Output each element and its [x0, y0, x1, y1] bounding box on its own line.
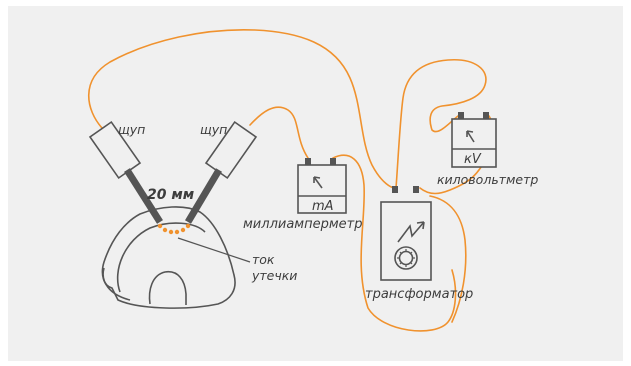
probe-right-rod [184, 168, 223, 224]
milliammeter-unit: mA [312, 199, 334, 214]
kilovoltmeter-needle-icon [466, 130, 475, 143]
milliammeter-terminal-right [330, 158, 336, 165]
leakage-label-line2: утечки [251, 268, 297, 283]
helmet-ridge [148, 270, 187, 305]
kilovoltmeter-terminal-left [458, 112, 464, 119]
helmet-brim [102, 267, 131, 301]
kilovoltmeter-unit: кV [464, 152, 482, 167]
wire-right-probe-to-milliammeter [249, 106, 309, 159]
helmet-inner-arc [116, 222, 206, 293]
needle-icon [313, 176, 323, 189]
leakage-label-line1: ток [252, 252, 275, 267]
distance-label: 20 мм [147, 187, 194, 203]
wire-transformer-right-loop [429, 195, 467, 323]
wire-left-probe-to-transformer [87, 28, 396, 189]
transformer-label: трансформатор [365, 287, 473, 302]
milliammeter-label: миллиамперметр [243, 217, 362, 232]
milliammeter-body [297, 164, 347, 214]
kilovoltmeter-body [451, 118, 497, 168]
wire-milliammeter-to-transformer [332, 154, 457, 332]
wire-transformer-to-kilovoltmeter-top [395, 59, 487, 189]
transformer [380, 186, 432, 281]
milliammeter [297, 158, 347, 214]
leakage-dots [157, 223, 191, 235]
helmet-shell [101, 206, 236, 309]
wires [87, 28, 494, 332]
leakage-pointer [177, 237, 251, 263]
lightning-arrow-icon [397, 221, 425, 243]
coil-icon-ticks [397, 249, 415, 267]
probe-left-label: щуп [118, 122, 145, 137]
milliammeter-terminal-left [305, 158, 311, 165]
probe-right-label: щуп [200, 122, 227, 137]
helmet [101, 206, 236, 309]
transformer-terminal-right [413, 186, 419, 193]
probe-right [184, 120, 258, 224]
kilovoltmeter [451, 112, 497, 168]
transformer-terminal-left [392, 186, 398, 193]
kilovoltmeter-label: киловольтметр [437, 172, 538, 187]
probe-left-rod [124, 168, 163, 224]
kilovoltmeter-terminal-right [483, 112, 489, 119]
probe-left [88, 120, 163, 224]
